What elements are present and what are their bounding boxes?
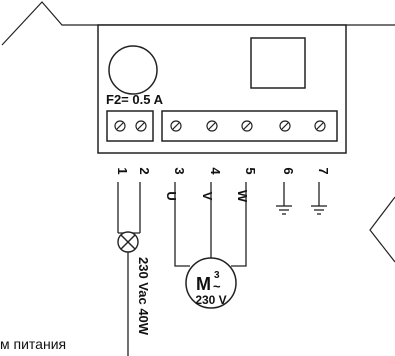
screw-4 [206, 120, 218, 132]
screw-1 [114, 120, 126, 132]
ground-icon-6 [276, 182, 292, 215]
lamp-icon [117, 231, 139, 253]
motor-wires [174, 182, 247, 267]
ground-icon-7 [311, 182, 327, 215]
motor-tilde: ~ [213, 279, 221, 294]
terminal-number-4: 4 [208, 167, 223, 175]
terminal-number-5: 5 [243, 167, 258, 174]
phase-label-w: W [235, 190, 250, 203]
motor-icon [185, 257, 237, 309]
motor-voltage: 230 V [195, 293, 226, 307]
screw-7 [314, 120, 326, 132]
phase-label-v: V [200, 192, 215, 201]
fuse-holder [108, 45, 158, 95]
fuse-label: F2= 0.5 A [106, 92, 164, 107]
screw-2 [135, 120, 147, 132]
terminal-number-3: 3 [172, 167, 187, 174]
caption-fragment: м питания [0, 336, 66, 352]
phase-label-u: U [164, 191, 179, 200]
screw-6 [279, 120, 291, 132]
motor-symbol: M [196, 274, 211, 294]
terminal-number-2: 2 [137, 167, 152, 174]
terminal-number-1: 1 [115, 167, 130, 174]
screw-3 [170, 120, 182, 132]
terminal-number-7: 7 [316, 167, 331, 174]
motor-phases: 3 [214, 270, 220, 281]
display-window [250, 37, 306, 89]
terminal-number-6: 6 [281, 167, 296, 174]
screw-5 [241, 120, 253, 132]
terminal-screws [114, 120, 326, 132]
lamp-label: 230 Vac 40W [136, 257, 151, 336]
